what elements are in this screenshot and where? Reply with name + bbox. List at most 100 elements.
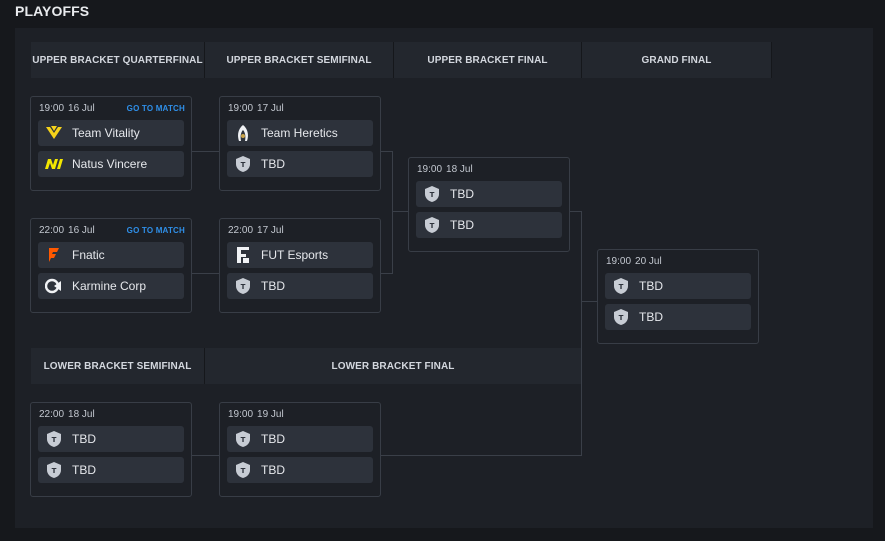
match-time: 22:00	[228, 225, 254, 236]
navi-logo-icon	[44, 154, 64, 174]
team-name: TBD	[72, 432, 96, 446]
svg-text:T: T	[241, 436, 246, 444]
tbd-shield-icon: T	[611, 307, 631, 327]
svg-text:T: T	[619, 283, 624, 291]
match-date: 16 Jul	[68, 225, 95, 236]
team-row[interactable]: T TBD	[605, 273, 751, 299]
header-ub-quarterfinal: UPPER BRACKET QUARTERFINAL	[31, 42, 205, 78]
team-name: TBD	[72, 463, 96, 477]
playoffs-bracket: UPPER BRACKET QUARTERFINAL UPPER BRACKET…	[15, 28, 873, 528]
connector-line	[392, 151, 393, 274]
svg-text:T: T	[241, 283, 246, 291]
tbd-shield-icon: T	[44, 429, 64, 449]
match-date: 18 Jul	[446, 164, 473, 175]
connector-line	[191, 151, 220, 152]
tbd-shield-icon: T	[422, 215, 442, 235]
connector-line	[380, 273, 393, 274]
match-time: 22:00	[39, 409, 65, 420]
go-to-match-link[interactable]: GO TO MATCH	[126, 104, 185, 113]
team-name: Team Heretics	[261, 126, 338, 140]
team-row[interactable]: T TBD	[416, 181, 562, 207]
svg-text:T: T	[619, 314, 624, 322]
tbd-shield-icon: T	[233, 429, 253, 449]
tbd-shield-icon: T	[233, 154, 253, 174]
team-name: FUT Esports	[261, 248, 329, 262]
team-row[interactable]: T TBD	[38, 457, 184, 483]
team-row[interactable]: T TBD	[227, 426, 373, 452]
connector-line	[191, 273, 220, 274]
team-name: TBD	[261, 279, 285, 293]
match-date: 16 Jul	[68, 103, 95, 114]
team-row[interactable]: T TBD	[605, 304, 751, 330]
match-time: 19:00	[606, 256, 632, 267]
team-row[interactable]: Karmine Corp	[38, 273, 184, 299]
connector-line	[581, 211, 582, 456]
match-time: 19:00	[39, 103, 65, 114]
team-name: TBD	[639, 310, 663, 324]
connector-line	[191, 455, 220, 456]
team-row[interactable]: Fnatic	[38, 242, 184, 268]
page-title: PLAYOFFS	[15, 3, 90, 19]
match-time: 19:00	[417, 164, 443, 175]
header-lb-final: LOWER BRACKET FINAL	[205, 348, 582, 384]
team-name: TBD	[261, 463, 285, 477]
team-name: TBD	[639, 279, 663, 293]
team-row[interactable]: T TBD	[227, 273, 373, 299]
connector-line	[569, 211, 582, 212]
team-name: Fnatic	[72, 248, 105, 262]
connector-line	[380, 455, 582, 456]
svg-text:T: T	[430, 222, 435, 230]
team-row[interactable]: T TBD	[227, 151, 373, 177]
team-row[interactable]: FUT Esports	[227, 242, 373, 268]
match-date: 19 Jul	[257, 409, 284, 420]
header-ub-semifinal: UPPER BRACKET SEMIFINAL	[205, 42, 394, 78]
go-to-match-link[interactable]: GO TO MATCH	[126, 226, 185, 235]
match-time: 22:00	[39, 225, 65, 236]
match-time: 19:00	[228, 409, 254, 420]
fut-esports-logo-icon	[233, 245, 253, 265]
connector-line	[392, 211, 409, 212]
team-name: TBD	[261, 432, 285, 446]
team-row[interactable]: T TBD	[38, 426, 184, 452]
fnatic-logo-icon	[44, 245, 64, 265]
team-row[interactable]: T TBD	[227, 457, 373, 483]
team-row[interactable]: Team Vitality	[38, 120, 184, 146]
team-name: Natus Vincere	[72, 157, 148, 171]
vitality-logo-icon	[44, 123, 64, 143]
header-grand-final: GRAND FINAL	[582, 42, 772, 78]
tbd-shield-icon: T	[44, 460, 64, 480]
connector-line	[581, 301, 598, 302]
karmine-corp-logo-icon	[44, 276, 64, 296]
svg-text:T: T	[430, 191, 435, 199]
team-row[interactable]: T TBD	[416, 212, 562, 238]
svg-text:T: T	[241, 161, 246, 169]
team-name: TBD	[450, 218, 474, 232]
team-name: TBD	[450, 187, 474, 201]
team-row[interactable]: Team Heretics	[227, 120, 373, 146]
svg-text:T: T	[52, 436, 57, 444]
team-name: Team Vitality	[72, 126, 140, 140]
svg-text:T: T	[241, 467, 246, 475]
match-date: 17 Jul	[257, 103, 284, 114]
header-lb-semifinal: LOWER BRACKET SEMIFINAL	[31, 348, 205, 384]
match-date: 17 Jul	[257, 225, 284, 236]
connector-line	[380, 151, 393, 152]
team-name: TBD	[261, 157, 285, 171]
match-time: 19:00	[228, 103, 254, 114]
tbd-shield-icon: T	[611, 276, 631, 296]
team-row[interactable]: Natus Vincere	[38, 151, 184, 177]
heretics-logo-icon	[233, 123, 253, 143]
svg-text:T: T	[52, 467, 57, 475]
